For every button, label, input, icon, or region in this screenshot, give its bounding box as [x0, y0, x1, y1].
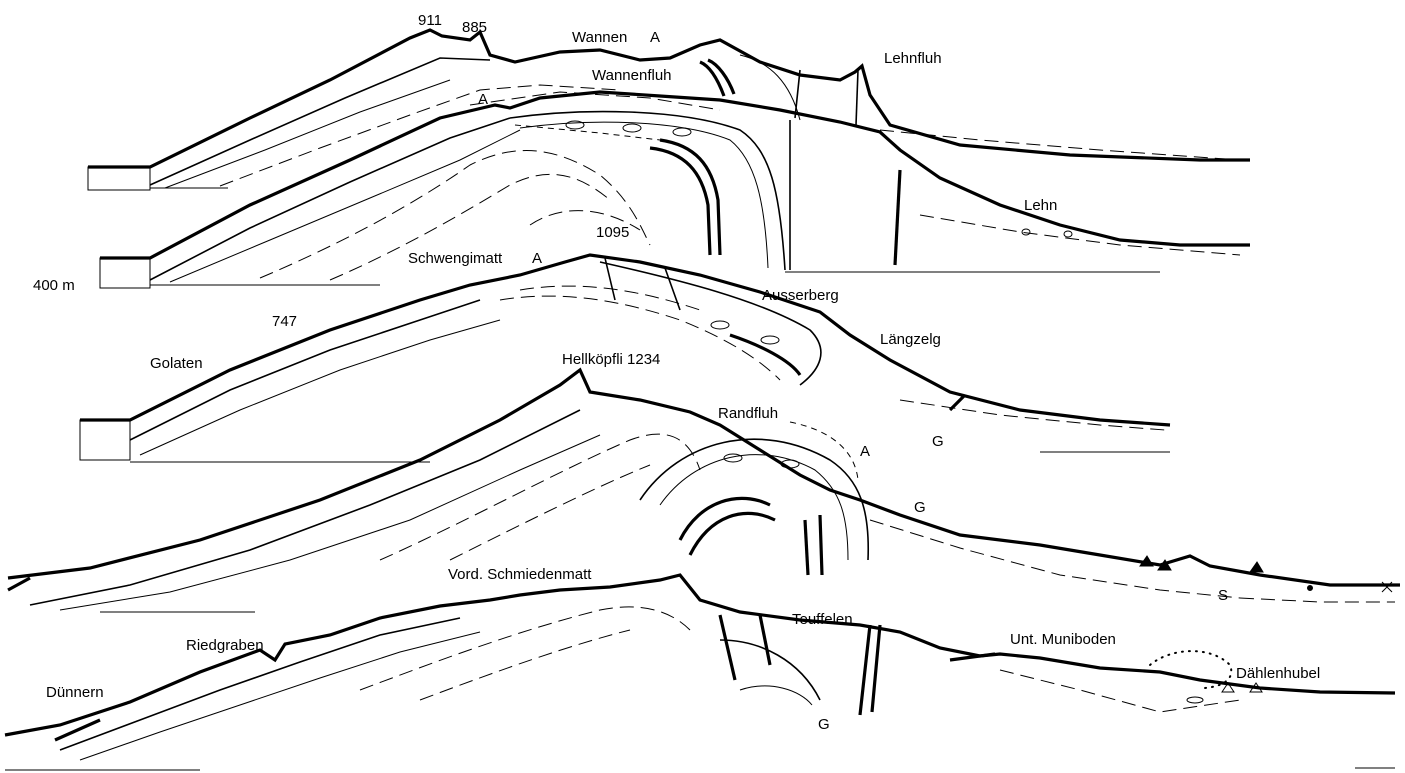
label-riedgraben: Riedgraben: [186, 637, 264, 654]
dot-symbol: [1308, 586, 1313, 591]
label-1095: 1095: [596, 224, 629, 241]
profile-4-syncline-1: [380, 434, 700, 560]
label-daehlenhubel: Dählenhubel: [1236, 665, 1320, 682]
label-885: 885: [462, 19, 487, 36]
label-wannen: Wannen: [572, 29, 627, 46]
profile-2-base-block: [100, 258, 150, 288]
label-ausserberg: Ausserberg: [762, 287, 839, 304]
label-schwengimatt: Schwengimatt: [408, 250, 503, 267]
profile-4-black-core-3: [805, 520, 808, 575]
label-randfluh: Randfluh: [718, 405, 778, 422]
label-s: S: [1218, 587, 1228, 604]
profile-2-anticline-top: [510, 112, 785, 270]
label-g-3: G: [818, 716, 830, 733]
profile-5-black-c: [860, 625, 870, 715]
label-golaten: Golaten: [150, 355, 203, 372]
profile-4-layer-b: [60, 435, 600, 610]
label-a-4: A: [860, 443, 870, 460]
profile-2-surface: [100, 92, 1250, 258]
profile-5-anticline-inner: [740, 686, 812, 705]
profile-1-layer-c: [220, 85, 620, 186]
label-lehnfluh: Lehnfluh: [884, 50, 942, 67]
label-hellkoepfli: Hellköpfli 1234: [562, 351, 660, 368]
profile-5-syncline-1: [360, 607, 690, 690]
profile-5: [5, 575, 1395, 770]
profile-3-fault-b: [665, 268, 680, 310]
label-g-2: G: [914, 499, 926, 516]
profile-5-black-d: [872, 625, 880, 712]
profile-5-black-b: [760, 615, 770, 665]
label-747: 747: [272, 313, 297, 330]
label-a-2: A: [478, 91, 488, 108]
label-a-3: A: [532, 250, 542, 267]
pebble-symbol: [566, 121, 584, 129]
profile-1-vertical-b: [856, 70, 858, 125]
profile-2-fault: [895, 170, 900, 265]
label-lehn: Lehn: [1024, 197, 1057, 214]
pebble-symbol: [1022, 229, 1030, 235]
profile-4-fault-left: [8, 578, 30, 590]
profile-4: [8, 370, 1400, 612]
profile-2-black-core: [660, 140, 720, 255]
profile-4-surface: [8, 370, 1400, 585]
profile-3-surface: [80, 255, 1170, 425]
label-unt-muniboden: Unt. Muniboden: [1010, 631, 1116, 648]
profile-1-layer-a: [150, 58, 490, 185]
pebble-symbol: [673, 128, 691, 136]
pebble-symbol: [1064, 231, 1072, 237]
label-laengzelg: Längzelg: [880, 331, 941, 348]
profile-2-right-dash: [920, 215, 1240, 255]
label-a-1: A: [650, 29, 660, 46]
label-911: 911: [418, 12, 442, 29]
profile-4-right-dash: [1240, 598, 1395, 602]
label-duennern: Dünnern: [46, 684, 104, 701]
profile-2-black-core-2: [650, 148, 710, 255]
profile-2-anticline-mid: [520, 122, 768, 268]
pebble-symbol: [1187, 697, 1203, 703]
profile-5-lower-dash: [1000, 670, 1240, 712]
label-vord-schmiedenmatt: Vord. Schmiedenmatt: [448, 566, 592, 583]
profile-4-dashed-arc: [790, 422, 858, 480]
profile-4-black-core-4: [820, 515, 822, 575]
pebble-symbol: [623, 124, 641, 132]
profile-5-black-a: [720, 615, 735, 680]
label-teuffelen: Teuffelen: [792, 611, 853, 628]
profile-2: [100, 92, 1250, 288]
label-scale: 400 m: [33, 277, 75, 294]
profile-2-dash-line: [515, 125, 660, 140]
pebble-symbol: [711, 321, 729, 329]
profile-3-right-dash: [900, 400, 1165, 430]
profile-1: [88, 30, 1250, 190]
profile-5-syncline-2: [420, 630, 630, 700]
profile-3-base-block: [80, 420, 130, 460]
profile-4-black-core-2: [690, 513, 775, 555]
profile-5-surface: [5, 575, 1395, 735]
profile-1-surface: [88, 30, 1250, 167]
pebble-symbol: [761, 336, 779, 344]
label-g-1: G: [932, 433, 944, 450]
profile-1-base-block: [88, 167, 150, 190]
profile-3-black-core: [730, 335, 800, 375]
profile-1-fold-core: [700, 62, 724, 96]
label-wannenfluh: Wannenfluh: [592, 67, 672, 84]
triangle-symbol: [1250, 562, 1263, 572]
profile-5-anticline: [720, 640, 820, 700]
